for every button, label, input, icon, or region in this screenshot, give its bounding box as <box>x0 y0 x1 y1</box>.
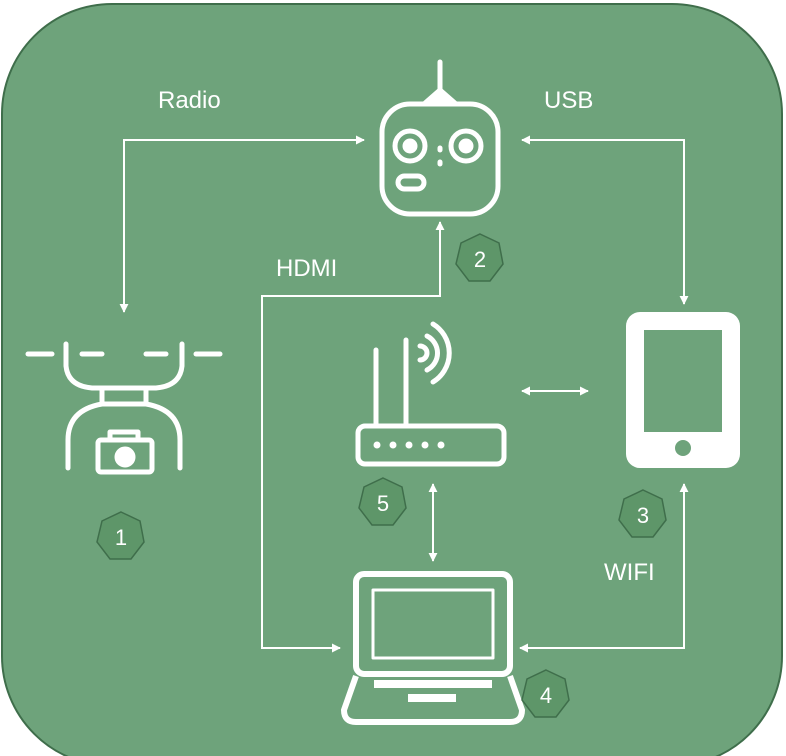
device-badge-1: 1 <box>96 511 145 560</box>
wifi-router-icon <box>355 321 507 467</box>
drone-camera-icon <box>25 341 223 475</box>
device-number-5: 5 <box>377 491 389 516</box>
remote-controller-icon <box>379 59 501 217</box>
device-number-4: 4 <box>540 683 552 708</box>
connectors <box>119 135 689 653</box>
device-badge-3: 3 <box>618 489 667 538</box>
device-number-2: 2 <box>474 247 486 272</box>
tablet-icon <box>626 312 740 468</box>
device-badge-4: 4 <box>521 669 570 718</box>
wifi-link <box>519 483 689 653</box>
radio-link <box>119 135 365 313</box>
usb-link <box>521 135 689 305</box>
hdmi-label: HDMI <box>276 255 337 282</box>
wifi-label: WIFI <box>604 559 655 586</box>
device-badge-5: 5 <box>358 477 407 526</box>
usb-label: USB <box>544 87 593 114</box>
radio-label: Radio <box>158 87 221 114</box>
hdmi-link <box>261 221 445 653</box>
device-number-1: 1 <box>115 525 127 550</box>
device-badge-2: 2 <box>455 233 504 282</box>
device-number-3: 3 <box>637 503 649 528</box>
laptop-icon <box>341 571 525 725</box>
